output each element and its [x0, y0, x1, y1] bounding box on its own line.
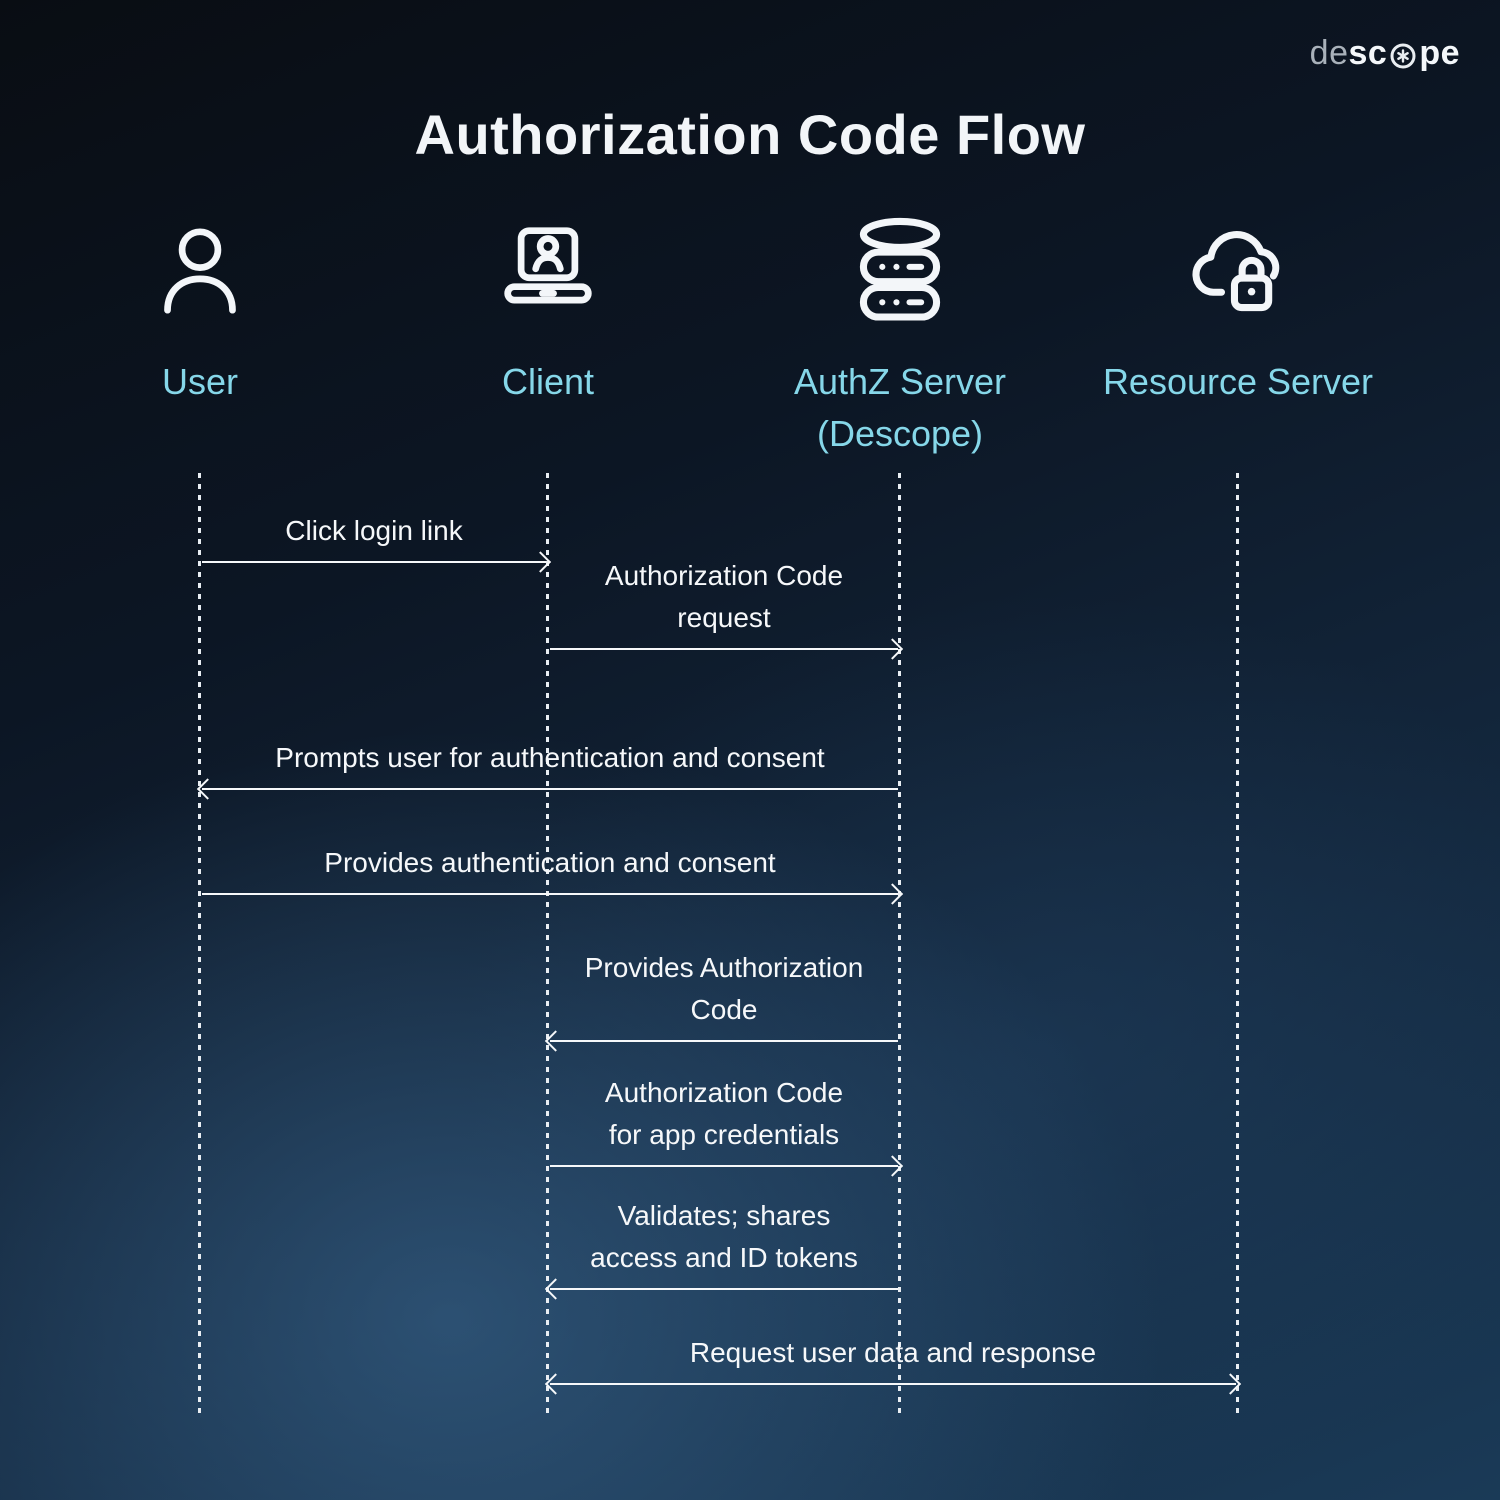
- arrow-right-icon: [550, 647, 898, 650]
- page-title: Authorization Code Flow: [414, 103, 1086, 166]
- actor-label-resource-server: Resource Server: [1102, 361, 1374, 402]
- message-text: Click login link: [285, 514, 463, 546]
- asterisk-o-icon: [1387, 38, 1419, 70]
- message-text: Authorization Code for app credentials: [604, 1077, 844, 1150]
- message-text: Provides Authorization Code: [584, 952, 864, 1025]
- message-click-login-link: Click login link: [200, 500, 548, 563]
- cloud-lock-icon: [1048, 212, 1428, 330]
- laptop-user-icon: [378, 212, 718, 330]
- arrow-left-icon: [550, 1287, 898, 1290]
- message-provides-authentication-consent: Provides authentication and consent: [200, 833, 900, 895]
- logo-text-pe: pe: [1419, 34, 1460, 72]
- logo-text-de: de: [1309, 34, 1349, 72]
- user-icon: [30, 212, 370, 330]
- message-text: Provides authentication and consent: [324, 846, 776, 878]
- message-text: Authorization Code request: [604, 560, 844, 633]
- message-validates-shares-tokens: Validates; shares access and ID tokens: [548, 1192, 900, 1290]
- arrow-left-icon: [550, 1039, 898, 1042]
- message-text: Prompts user for authentication and cons…: [275, 741, 825, 773]
- lifeline-resource-server: [1236, 473, 1239, 1415]
- actor-label-client: Client: [501, 361, 595, 402]
- lifeline-user: [198, 473, 201, 1415]
- actor-user: User: [30, 212, 370, 408]
- message-authorization-code-request: Authorization Code request: [548, 552, 900, 650]
- logo-text-sc: sc: [1348, 34, 1388, 72]
- actor-label-authz-server: AuthZ Server (Descope): [793, 361, 1007, 455]
- actor-resource-server: Resource Server: [1048, 212, 1428, 408]
- arrow-right-icon: [202, 560, 546, 563]
- lifeline-authz-server: [898, 473, 901, 1415]
- message-authorization-code-for-app-credentials: Authorization Code for app credentials: [548, 1069, 900, 1167]
- message-prompts-user-authentication-consent: Prompts user for authentication and cons…: [200, 728, 900, 790]
- arrow-both-icon: [550, 1382, 1236, 1385]
- lifeline-client: [546, 473, 549, 1415]
- actor-label-user: User: [161, 361, 238, 402]
- actor-client: Client: [378, 212, 718, 408]
- message-text: Validates; shares access and ID tokens: [590, 1200, 858, 1273]
- message-request-user-data-and-response: Request user data and response: [548, 1323, 1238, 1385]
- arrow-right-icon: [550, 1164, 898, 1167]
- message-text: Request user data and response: [689, 1336, 1097, 1368]
- arrow-right-icon: [202, 892, 898, 895]
- actor-authz-server: AuthZ Server (Descope): [770, 212, 1030, 460]
- arrow-left-icon: [202, 787, 898, 790]
- message-provides-authorization-code: Provides Authorization Code: [548, 944, 900, 1042]
- server-icon: [770, 212, 1030, 330]
